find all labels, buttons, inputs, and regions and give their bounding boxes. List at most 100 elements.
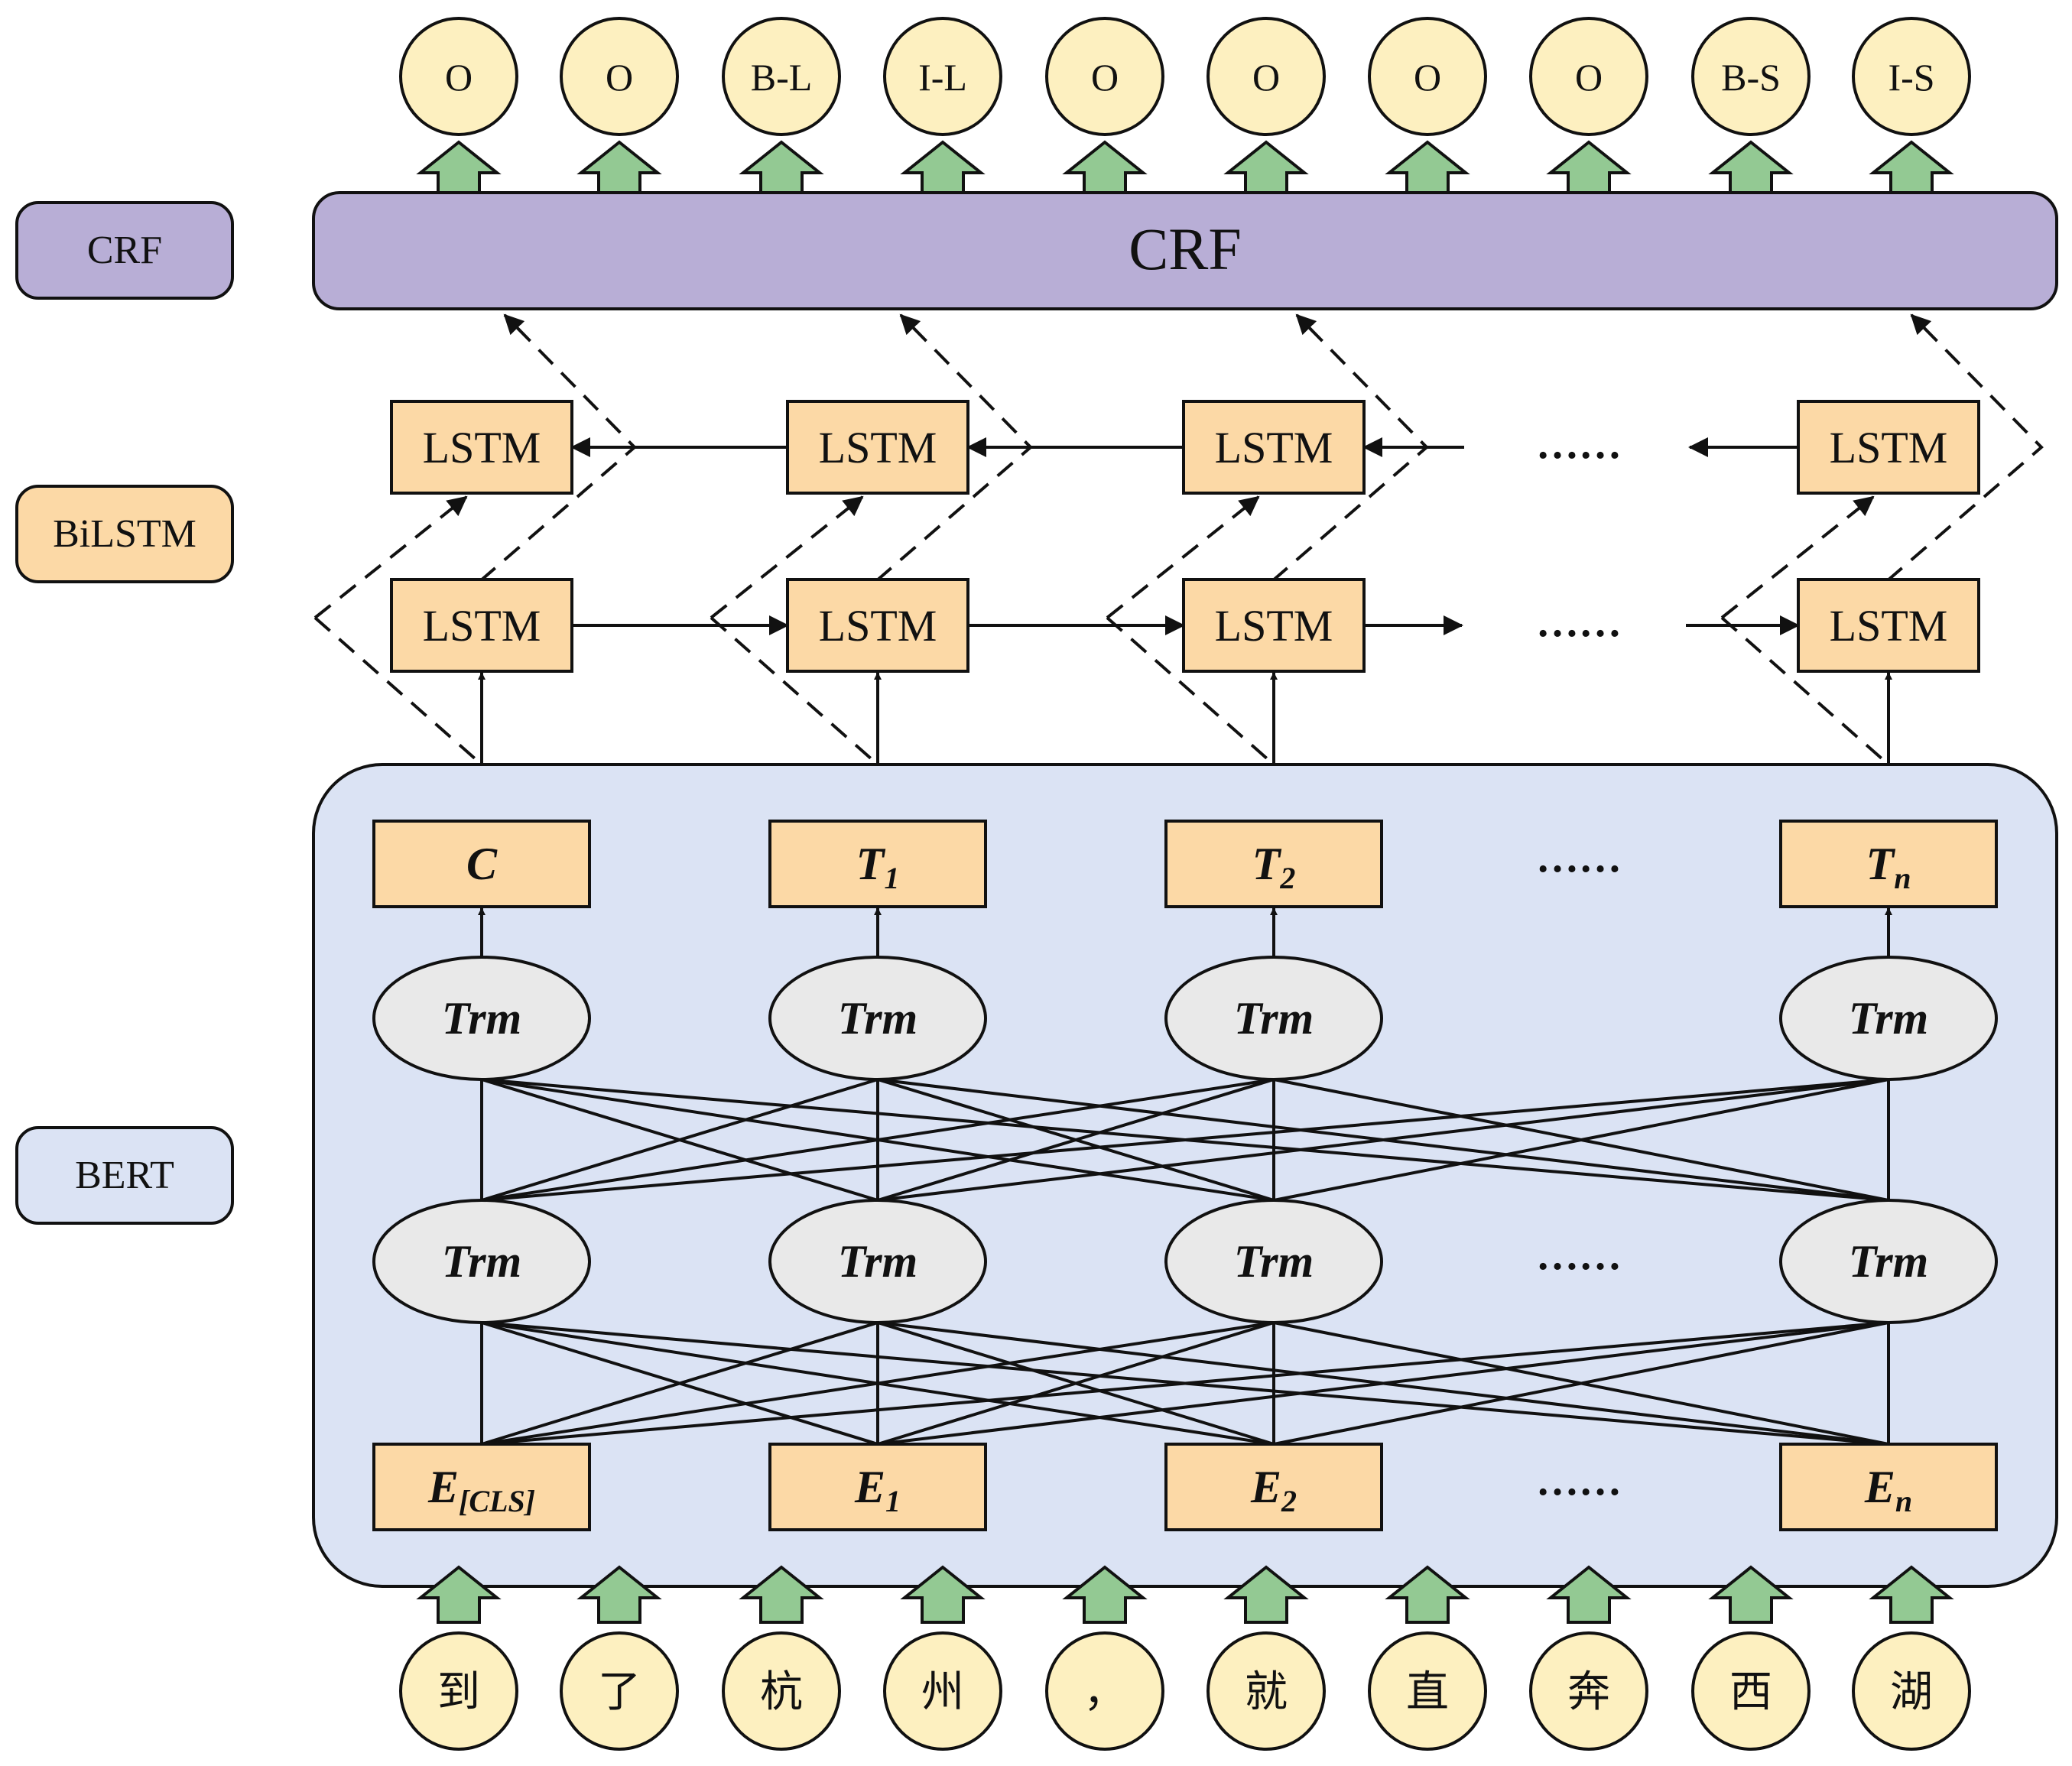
backward-lstm-label: LSTM [819,423,937,472]
bert-ellipsis: …… [1536,1232,1622,1279]
input-arrow [1546,1565,1632,1624]
transformer-label: Trm [838,993,917,1044]
layer-label-bert: BERT [15,1126,234,1225]
bilstm-ellipsis: …… [1536,420,1622,468]
bert-output-box [1779,820,1998,908]
input-arrow [1385,1565,1470,1624]
backward-lstm-box [786,400,969,495]
forward-lstm-label: LSTM [1830,601,1948,651]
forward-lstm-label: LSTM [423,601,541,651]
output-tag-label: O [1575,56,1603,99]
layer-label-bilstm: BiLSTM [15,485,234,583]
bilstm-dashed-line [1720,616,1890,766]
input-char-node [1691,1631,1811,1751]
output-tag-node [722,17,841,136]
emb-trm-connection [481,1321,1889,1446]
forward-lstm-label: LSTM [1215,601,1333,651]
bert-ellipsis: …… [1536,1457,1622,1505]
input-arrow [900,1565,986,1624]
emb-trm-connection [481,1321,1275,1446]
layer-badge-bert [15,1126,234,1225]
transformer-node [1779,1199,1998,1324]
crf-bar-label: CRF [1129,216,1241,282]
input-char-node [722,1631,841,1751]
input-char-label: 到 [437,1669,480,1716]
output-tag-node [399,17,518,136]
transformer-label: Trm [442,1236,521,1287]
crf-output-arrow [739,140,824,199]
transformer-label: Trm [1234,1236,1314,1287]
bilstm-dashed-line [710,616,879,766]
embedding-label: E2 [1250,1462,1297,1518]
output-tag-label: O [1252,56,1280,99]
layer-badge-bilstm [15,485,234,583]
input-arrow [1223,1565,1309,1624]
output-tag-node [1207,17,1326,136]
bilstm-dashed-line [313,495,468,619]
embedding-label: E[CLS] [427,1462,535,1518]
crf-bar [312,191,2058,310]
output-tag-label: B-L [751,56,813,99]
output-tag-label: O [1091,56,1119,99]
input-char-label: ， [1083,1669,1126,1716]
crf-output-arrow [1708,140,1794,199]
bert-output-box [372,820,591,908]
backward-lstm-box [1182,400,1366,495]
input-arrow [1869,1565,1954,1624]
crf-output-arrow [900,140,986,199]
crf-output-arrow [1223,140,1309,199]
bilstm-dashed-connections [313,313,2044,766]
layer-badge-crf [15,201,234,300]
embedding-box [1779,1443,1998,1531]
bilstm-dashed-line [1885,313,2044,583]
transformer-connections [480,1078,1890,1446]
input-char-label: 奔 [1567,1669,1610,1716]
input-char-label: 州 [921,1669,964,1716]
output-tag-label: O [1414,56,1441,99]
transformer-label: Trm [1234,993,1314,1044]
input-char-label: 西 [1729,1669,1772,1716]
output-tag-label: O [606,56,633,99]
output-tag-label: O [445,56,473,99]
bilstm-dashed-line [1106,495,1260,619]
emb-trm-connection [877,1321,1275,1446]
bilstm-ellipsis: …… [1536,599,1622,646]
input-char-node [560,1631,679,1751]
input-char-node [1852,1631,1971,1751]
input-char-label: 直 [1406,1669,1449,1716]
output-tag-node [1852,17,1971,136]
output-tag-label: B-S [1721,56,1781,99]
forward-lstm-box [1182,578,1366,673]
crf-output-arrow [1546,140,1632,199]
trm-trm-connection [877,1078,1889,1202]
backward-lstm-box [390,400,573,495]
bert-ellipsis: …… [1536,834,1622,881]
input-arrow [739,1565,824,1624]
bert-output-label: Tn [1866,839,1911,895]
trm-trm-connection [481,1078,1275,1202]
input-char-label: 杭 [760,1669,803,1716]
bert-output-label: T1 [856,839,900,895]
input-arrow [1708,1565,1794,1624]
layer-label-crf-text: CRF [87,229,162,272]
transformer-node [372,1199,591,1324]
crf-output-arrow [1385,140,1470,199]
embedding-label: En [1864,1462,1912,1518]
output-tag-node [883,17,1002,136]
transformer-node [768,1199,987,1324]
input-char-label: 就 [1245,1669,1288,1716]
input-char-node [1207,1631,1326,1751]
transformer-node [1164,1199,1383,1324]
input-arrow [1062,1565,1148,1624]
output-tag-node [1368,17,1487,136]
layer-label-bert-text: BERT [75,1154,174,1197]
transformer-label: Trm [838,1236,917,1287]
embedding-box [372,1443,591,1531]
input-char-node [1368,1631,1487,1751]
forward-lstm-label: LSTM [819,601,937,651]
crf-output-arrow [1869,140,1954,199]
input-char-node [1045,1631,1164,1751]
crf-output-arrow [1062,140,1148,199]
layer-label-bilstm-text: BiLSTM [53,512,196,556]
